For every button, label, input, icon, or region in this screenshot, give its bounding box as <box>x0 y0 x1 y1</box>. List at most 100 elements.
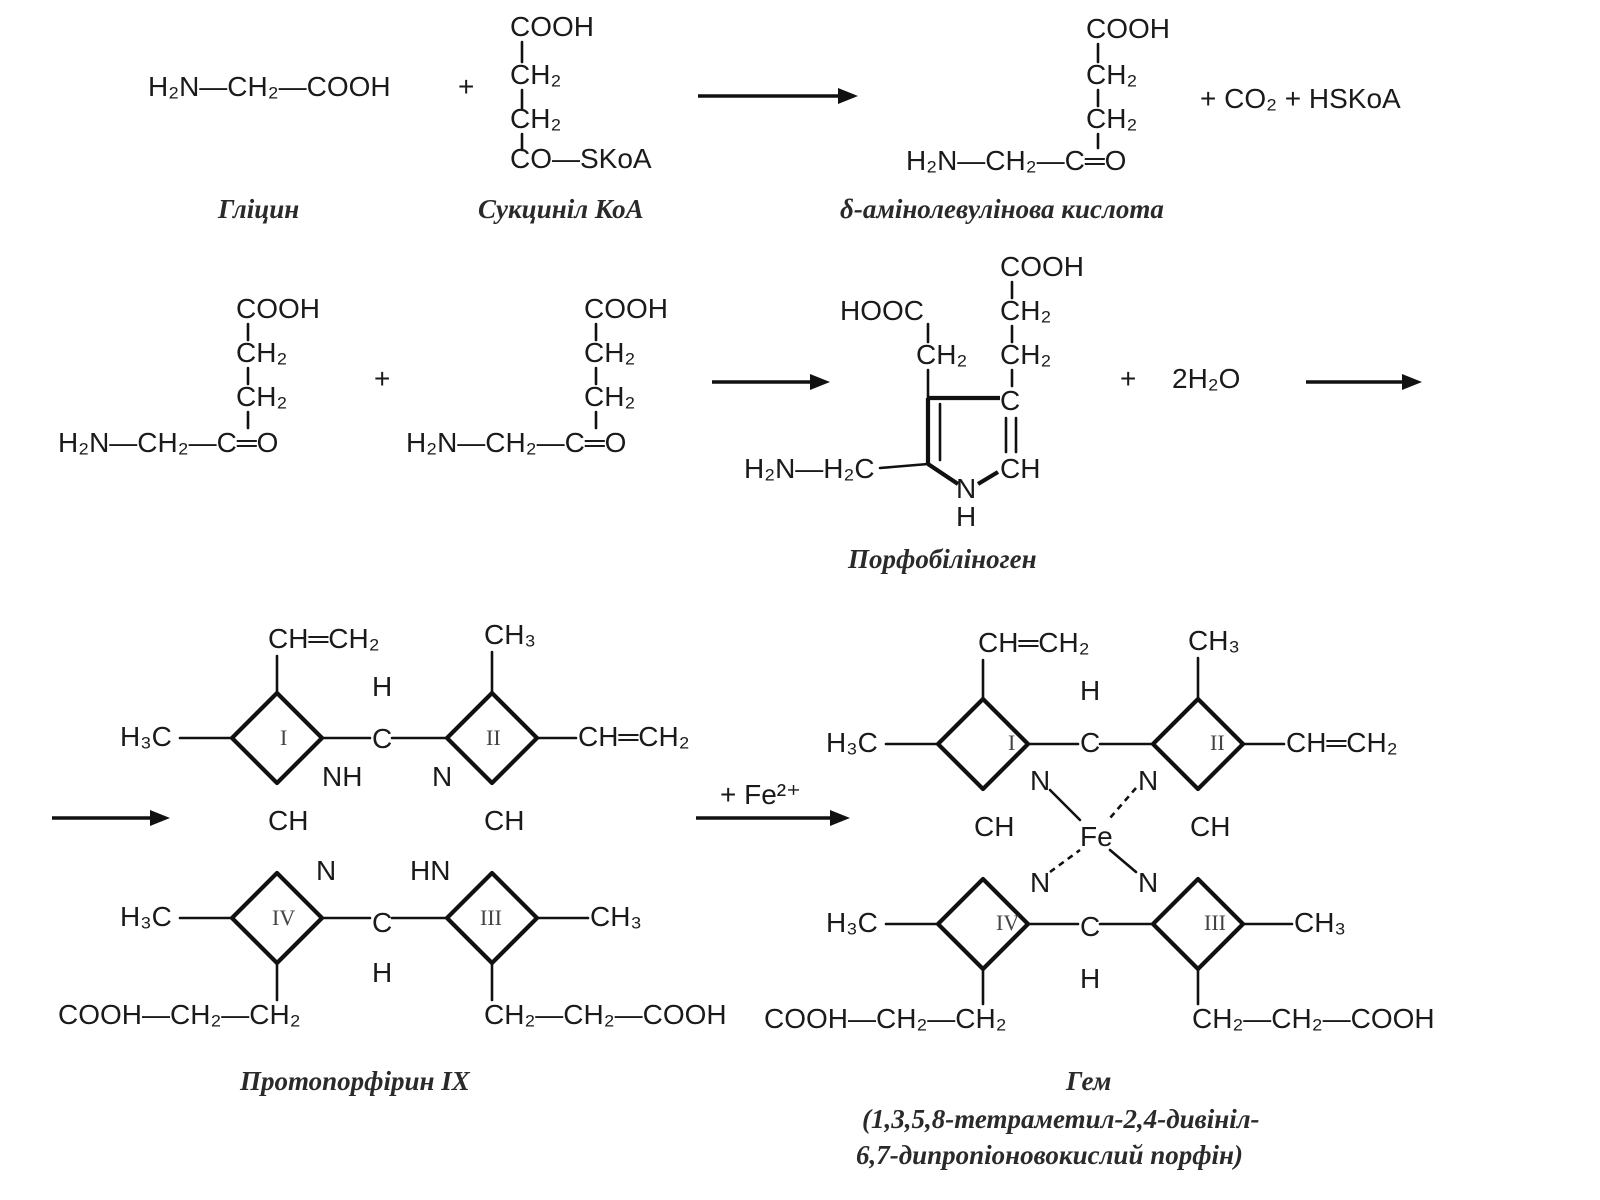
svg-text:CH═CH₂: CH═CH₂ <box>978 627 1090 658</box>
svg-text:HN: HN <box>410 855 450 886</box>
svg-text:CH₂: CH₂ <box>584 337 635 368</box>
ala-structure: COOH CH₂ CH₂ H₂N—CH₂—C═O δ-амінолевуліно… <box>840 13 1170 224</box>
reaction-arrow-2 <box>712 374 830 390</box>
porphobilinogen-structure: COOH CH₂ CH₂ HOOC CH₂ C CH N H H₂N—H₂C П… <box>744 251 1084 574</box>
svg-text:IV: IV <box>272 905 295 930</box>
svg-text:N: N <box>1030 765 1050 796</box>
svg-text:H₂N—CH₂—C═O: H₂N—CH₂—C═O <box>58 427 278 458</box>
svg-text:II: II <box>486 725 501 750</box>
protoporphyrin-caption: Протопорфірин IX <box>239 1066 471 1096</box>
svg-text:CH₃: CH₃ <box>590 901 642 932</box>
svg-text:CH═CH₂: CH═CH₂ <box>268 623 380 654</box>
svg-text:C: C <box>1000 385 1020 416</box>
svg-text:CH: CH <box>1190 811 1230 842</box>
svg-text:H₃C: H₃C <box>120 901 172 932</box>
ala-structure-right: COOH CH₂ CH₂ H₂N—CH₂—C═O <box>406 293 668 458</box>
svg-text:CO—SKoA: CO—SKoA <box>510 143 652 174</box>
svg-text:CH₂: CH₂ <box>1086 103 1137 134</box>
svg-text:COOH—CH₂—CH₂: COOH—CH₂—CH₂ <box>764 1003 1007 1034</box>
reaction-arrow-5: + Fe²⁺ <box>696 779 850 826</box>
glycine-formula: H₂N—CH₂—COOH <box>148 71 391 102</box>
svg-text:N: N <box>1030 867 1050 898</box>
svg-text:CH₂: CH₂ <box>584 381 635 412</box>
protoporphyrin-structure: I II III IV CH═CH₂ CH₃ H₃C CH═CH₂ H₃C CH… <box>58 619 727 1096</box>
svg-text:CH₂: CH₂ <box>510 59 561 90</box>
svg-text:IV: IV <box>996 910 1019 935</box>
heme-description-line-2: 6,7-дипропіоновокислий порфін) <box>856 1140 1243 1170</box>
svg-text:CH₂—CH₂—COOH: CH₂—CH₂—COOH <box>484 999 727 1030</box>
svg-text:COOH—CH₂—CH₂: COOH—CH₂—CH₂ <box>58 999 301 1030</box>
svg-text:III: III <box>1204 910 1226 935</box>
svg-text:CH═CH₂: CH═CH₂ <box>578 721 690 752</box>
svg-text:H: H <box>372 671 392 702</box>
water-byproduct: 2H₂O <box>1172 363 1240 394</box>
svg-text:H: H <box>1080 963 1100 994</box>
byproducts-co2-hskoa: + CO₂ + HSKoA <box>1200 83 1401 114</box>
glycine-caption: Гліцин <box>217 194 299 224</box>
ala-structure-left: COOH CH₂ CH₂ H₂N—CH₂—C═O <box>58 293 320 458</box>
svg-text:CH₂: CH₂ <box>1086 59 1137 90</box>
svg-text:CH: CH <box>974 811 1014 842</box>
porphobilinogen-caption: Порфобіліноген <box>847 544 1037 574</box>
svg-text:H₃C: H₃C <box>120 721 172 752</box>
succinyl-coa-structure: COOH CH₂ CH₂ CO—SKoA Сукциніл КоА <box>478 11 652 224</box>
reaction-arrow-3 <box>1306 374 1422 390</box>
glycine-structure: H₂N—CH₂—COOH Гліцин <box>148 71 391 224</box>
svg-text:CH: CH <box>1000 453 1040 484</box>
svg-text:H: H <box>1080 675 1100 706</box>
svg-text:CH₂: CH₂ <box>236 381 287 412</box>
svg-text:COOH: COOH <box>236 293 320 324</box>
plus-sign-2: + <box>374 363 390 394</box>
svg-text:HOOC: HOOC <box>840 295 924 326</box>
svg-text:COOH: COOH <box>1086 13 1170 44</box>
svg-text:H₂N—CH₂—C═O: H₂N—CH₂—C═O <box>906 145 1126 176</box>
svg-text:H: H <box>372 957 392 988</box>
heme-structure: I II III IV CH═CH₂ CH₃ H₃C CH═CH₂ H₃C CH… <box>764 625 1435 1170</box>
reaction-arrow-4 <box>52 810 170 826</box>
svg-text:CH₂: CH₂ <box>510 103 561 134</box>
iron-reagent: + Fe²⁺ <box>720 779 801 810</box>
svg-text:C: C <box>372 723 392 754</box>
ala-caption: δ-амінолевулінова кислота <box>840 194 1164 224</box>
svg-text:COOH: COOH <box>1000 251 1084 282</box>
svg-text:I: I <box>280 725 287 750</box>
svg-text:COOH: COOH <box>510 11 594 42</box>
svg-text:III: III <box>480 905 502 930</box>
plus-sign-1: + <box>458 71 474 102</box>
svg-text:CH₂: CH₂ <box>1000 295 1051 326</box>
heme-caption: Гем <box>1065 1066 1111 1096</box>
svg-text:CH═CH₂: CH═CH₂ <box>1286 727 1398 758</box>
svg-text:NH: NH <box>322 761 362 792</box>
svg-text:CH₂: CH₂ <box>236 337 287 368</box>
iron-atom: Fe <box>1080 821 1113 852</box>
svg-text:CH₂—CH₂—COOH: CH₂—CH₂—COOH <box>1192 1003 1435 1034</box>
svg-text:H₂N—H₂C: H₂N—H₂C <box>744 453 875 484</box>
svg-text:CH₂: CH₂ <box>1000 339 1051 370</box>
svg-text:C: C <box>1080 727 1100 758</box>
svg-text:C: C <box>372 907 392 938</box>
svg-text:II: II <box>1210 730 1225 755</box>
svg-text:N: N <box>1138 867 1158 898</box>
svg-text:N: N <box>432 761 452 792</box>
plus-sign-3: + <box>1120 363 1136 394</box>
svg-text:CH₃: CH₃ <box>1188 625 1240 656</box>
succinyl-coa-caption: Сукциніл КоА <box>478 194 644 224</box>
svg-text:H₃C: H₃C <box>826 727 878 758</box>
svg-text:N: N <box>1138 765 1158 796</box>
svg-text:CH: CH <box>268 805 308 836</box>
svg-text:COOH: COOH <box>584 293 668 324</box>
svg-text:H: H <box>956 501 976 532</box>
svg-text:CH₃: CH₃ <box>484 619 536 650</box>
svg-text:H₃C: H₃C <box>826 907 878 938</box>
heme-description-line-1: (1,3,5,8-тетраметил-2,4-дивініл- <box>862 1104 1260 1134</box>
svg-text:N: N <box>316 855 336 886</box>
svg-text:CH: CH <box>484 805 524 836</box>
svg-text:C: C <box>1080 911 1100 942</box>
svg-text:I: I <box>1008 730 1015 755</box>
svg-text:H₂N—CH₂—C═O: H₂N—CH₂—C═O <box>406 427 626 458</box>
svg-text:CH₂: CH₂ <box>916 339 967 370</box>
svg-text:CH₃: CH₃ <box>1294 907 1346 938</box>
svg-text:N: N <box>956 473 976 504</box>
reaction-arrow-1 <box>698 88 858 104</box>
